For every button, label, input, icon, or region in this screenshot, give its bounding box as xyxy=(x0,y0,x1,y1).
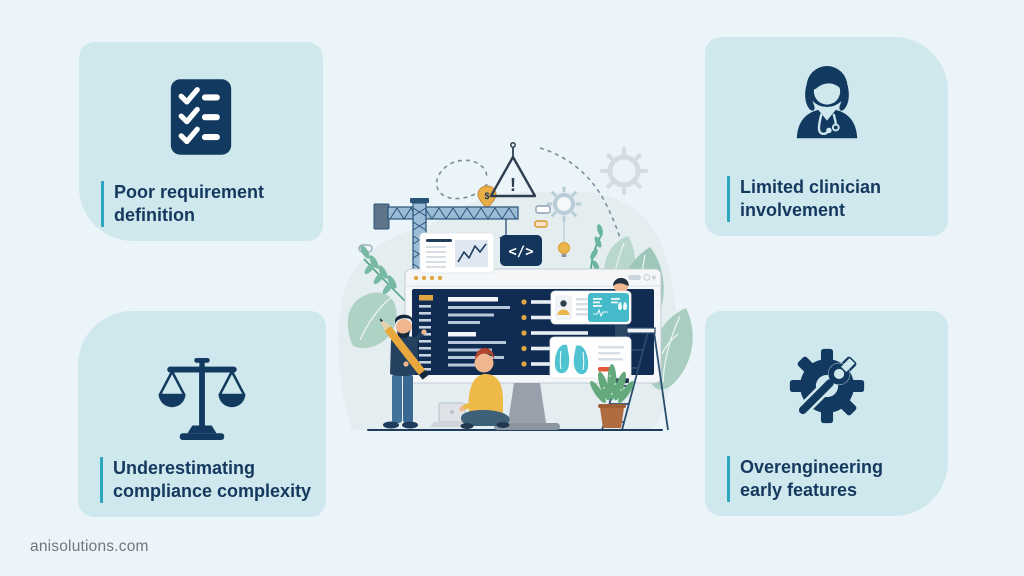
svg-text:$: $ xyxy=(484,191,489,201)
footer-website: anisolutions.com xyxy=(30,538,149,555)
card-label-line2: early features xyxy=(740,479,858,500)
gear-icon-large xyxy=(600,147,648,195)
warning-triangle-icon: ! xyxy=(489,142,537,198)
card-label: Overengineering early features xyxy=(727,455,884,502)
card-underestimating-compliance-complexity: Underestimating compliance complexity xyxy=(78,311,326,517)
sitting-person xyxy=(459,348,510,429)
lungs-card xyxy=(549,336,632,379)
ecg-line xyxy=(593,308,608,318)
browser-dots xyxy=(413,275,443,281)
monitor-stand xyxy=(494,383,560,430)
gear-icon-small xyxy=(546,186,582,222)
clinician-icon xyxy=(788,63,866,156)
decor-rect-gold xyxy=(534,220,548,228)
medical-data-card xyxy=(588,293,629,322)
card-poor-requirement-definition: Poor requirement definition xyxy=(79,42,323,241)
svg-text:</>: </> xyxy=(508,244,533,260)
potted-plant xyxy=(590,364,634,428)
lightbulb-icon xyxy=(558,221,570,257)
card-label-line1: Underestimating xyxy=(113,457,256,478)
checklist-icon xyxy=(168,76,234,163)
card-overengineering-early-features: Overengineering early features xyxy=(705,311,948,516)
card-label-line2: definition xyxy=(114,204,195,225)
card-label: Underestimating compliance complexity xyxy=(100,456,312,503)
chart-card xyxy=(419,232,495,274)
card-limited-clinician-involvement: Limited clinician involvement xyxy=(705,37,948,236)
card-label-line1: Limited clinician xyxy=(740,176,882,197)
lungs-mini-icon xyxy=(618,302,627,310)
card-label-line1: Overengineering xyxy=(740,456,884,477)
pencil xyxy=(379,318,429,380)
gear-wrench-icon xyxy=(788,347,866,430)
card-label: Limited clinician involvement xyxy=(727,175,882,222)
card-label-line1: Poor requirement xyxy=(114,181,265,202)
card-label: Poor requirement definition xyxy=(101,180,265,227)
leaves-left xyxy=(347,245,408,348)
browser-controls xyxy=(628,274,656,281)
card-label-line2: compliance complexity xyxy=(113,480,312,501)
decor-rect-outline xyxy=(535,205,551,214)
standing-person xyxy=(379,314,429,429)
card-label-line2: involvement xyxy=(740,199,846,220)
line-chart xyxy=(457,243,487,263)
software-development-illustration: $ ! xyxy=(338,142,693,431)
svg-text:!: ! xyxy=(510,175,516,195)
scales-icon xyxy=(158,357,246,446)
code-badge: </> xyxy=(500,235,542,266)
